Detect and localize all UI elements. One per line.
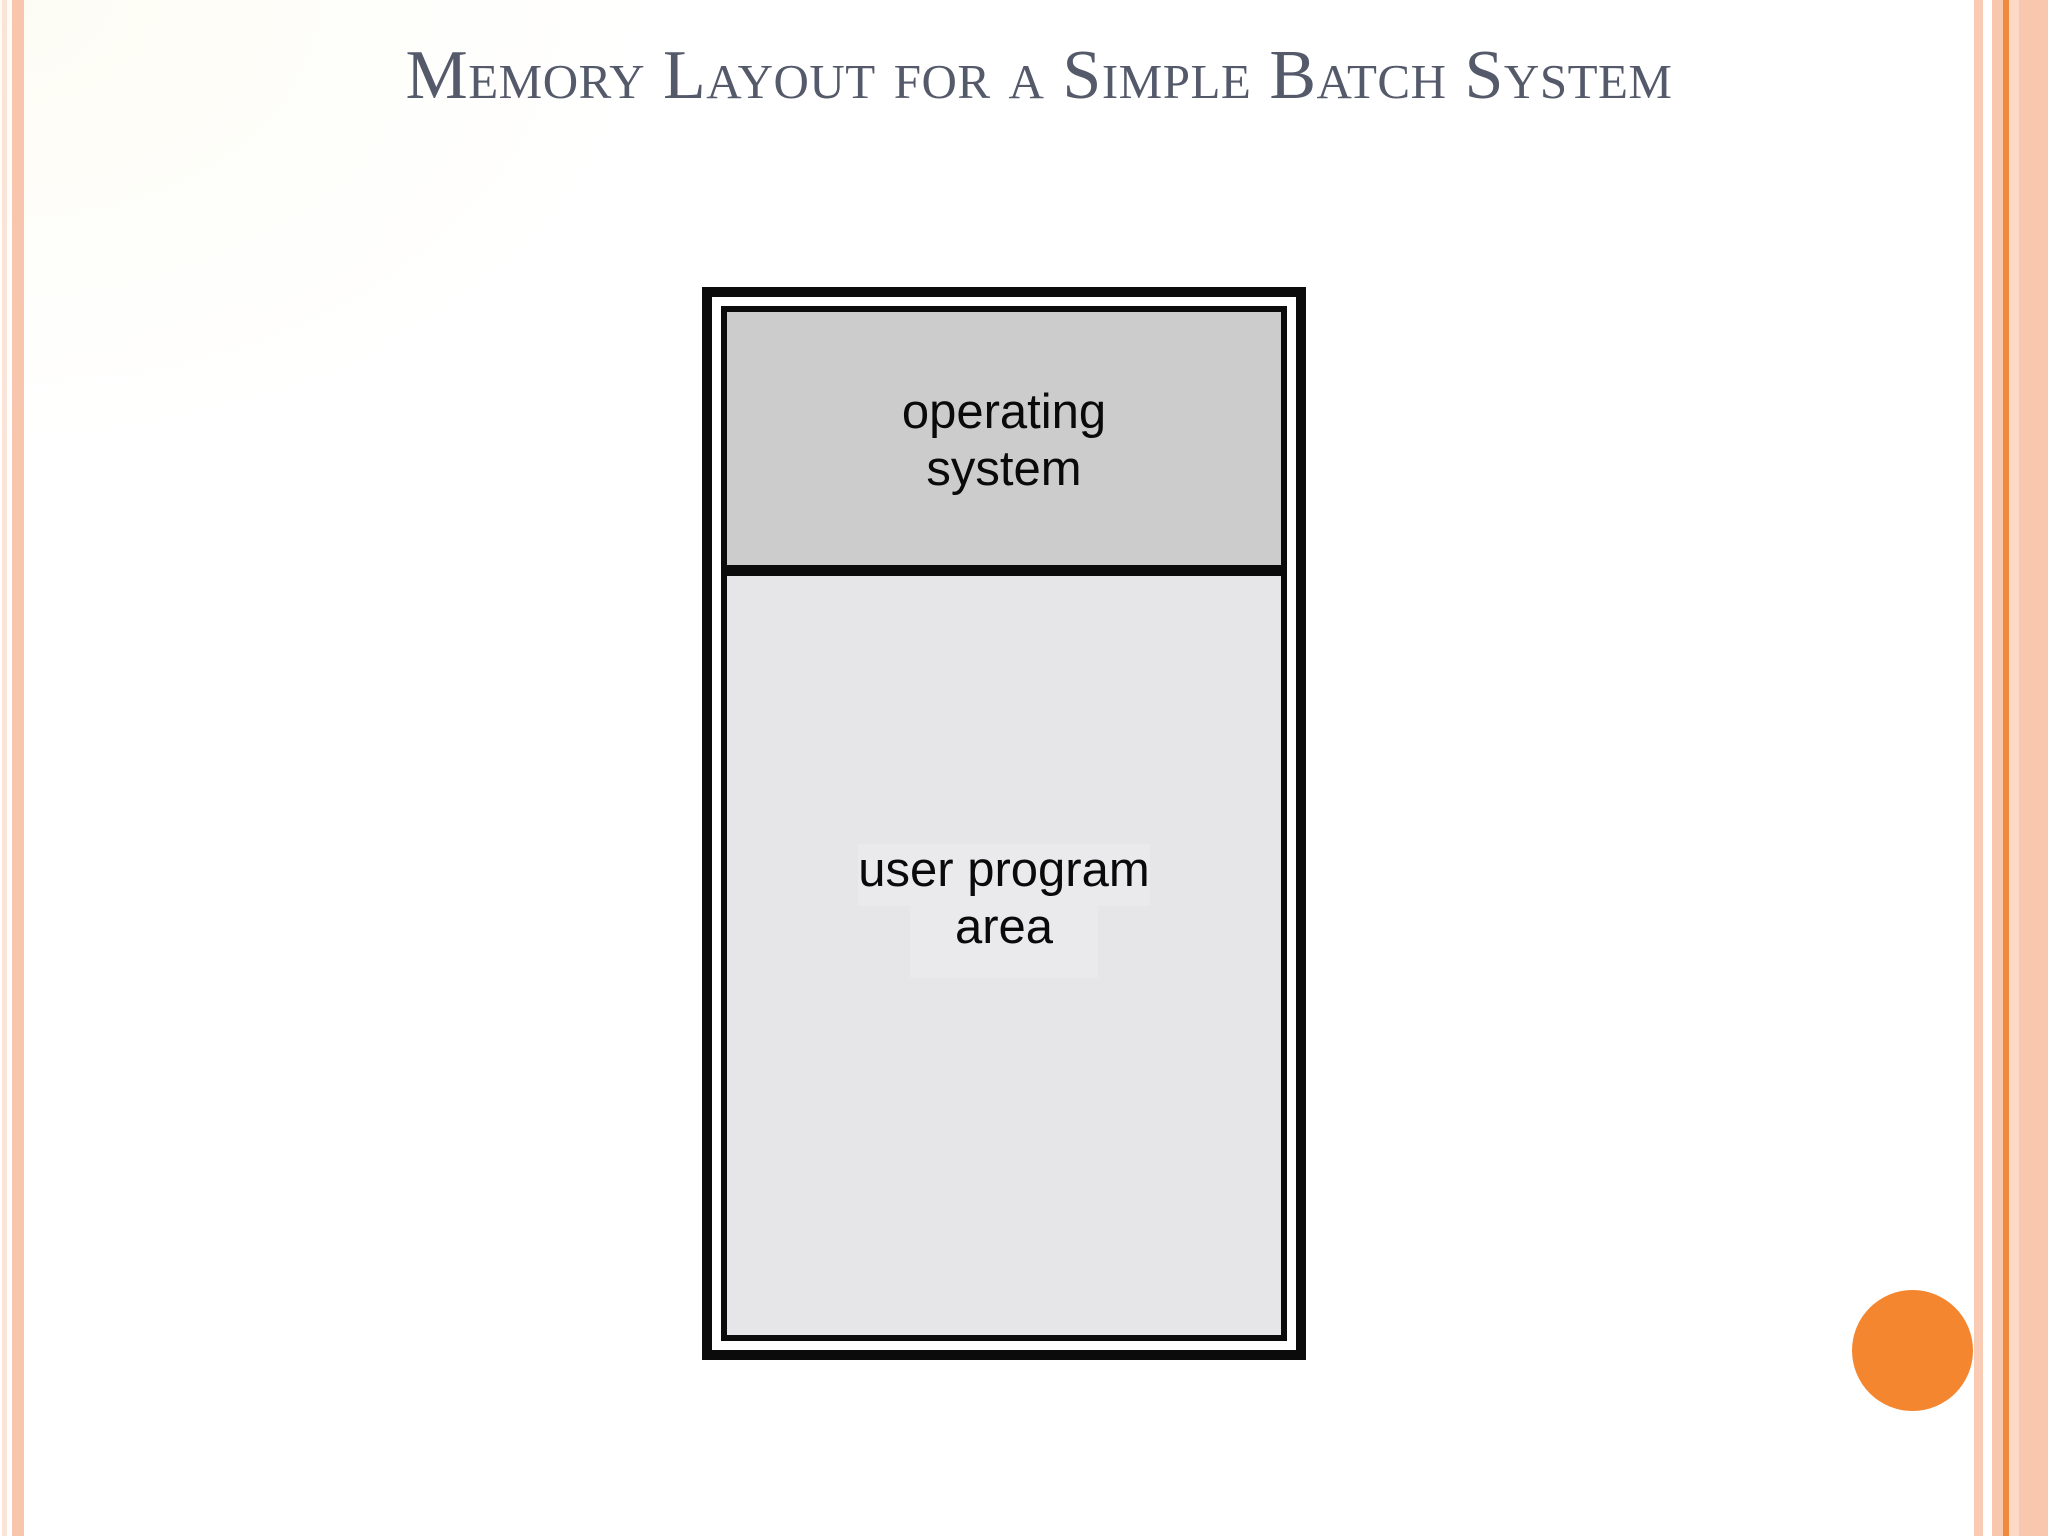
memory-region-user-program-area: user program area: [727, 576, 1281, 1335]
operating-system-label-line2: system: [926, 441, 1082, 496]
operating-system-label-line1: operating: [901, 384, 1107, 439]
user-program-area-label: user program area: [858, 842, 1149, 956]
operating-system-label: operating system: [902, 384, 1106, 498]
memory-layout-diagram: operating system user program area: [702, 287, 1306, 1360]
title-bar: Memory Layout for a Simple Batch System: [0, 38, 2048, 114]
page-title: Memory Layout for a Simple Batch System: [405, 37, 1673, 114]
user-label-highlight-top: [858, 844, 1150, 906]
memory-frame-inner: operating system user program area: [721, 306, 1287, 1341]
right-stripe-white-gap: [1983, 0, 1992, 1536]
right-stripe-peach-mid: [1992, 0, 2003, 1536]
user-program-area-label-line1: user program: [858, 843, 1150, 897]
user-program-area-label-wrap: user program area: [858, 842, 1150, 978]
right-stripe-orange-line: [2003, 0, 2009, 1536]
right-stripe-peach-wide: [2019, 0, 2048, 1536]
right-stripe-peach-outer: [1974, 0, 1983, 1536]
user-label-highlight-bottom: [910, 906, 1098, 978]
memory-region-operating-system: operating system: [727, 312, 1281, 576]
orange-accent-dot: [1852, 1290, 1973, 1411]
left-stripe-peach: [12, 0, 24, 1536]
user-program-area-label-line2: area: [954, 899, 1054, 954]
right-stripe-peach-light: [2009, 0, 2019, 1536]
left-stripe-pale: [2, 0, 7, 1536]
